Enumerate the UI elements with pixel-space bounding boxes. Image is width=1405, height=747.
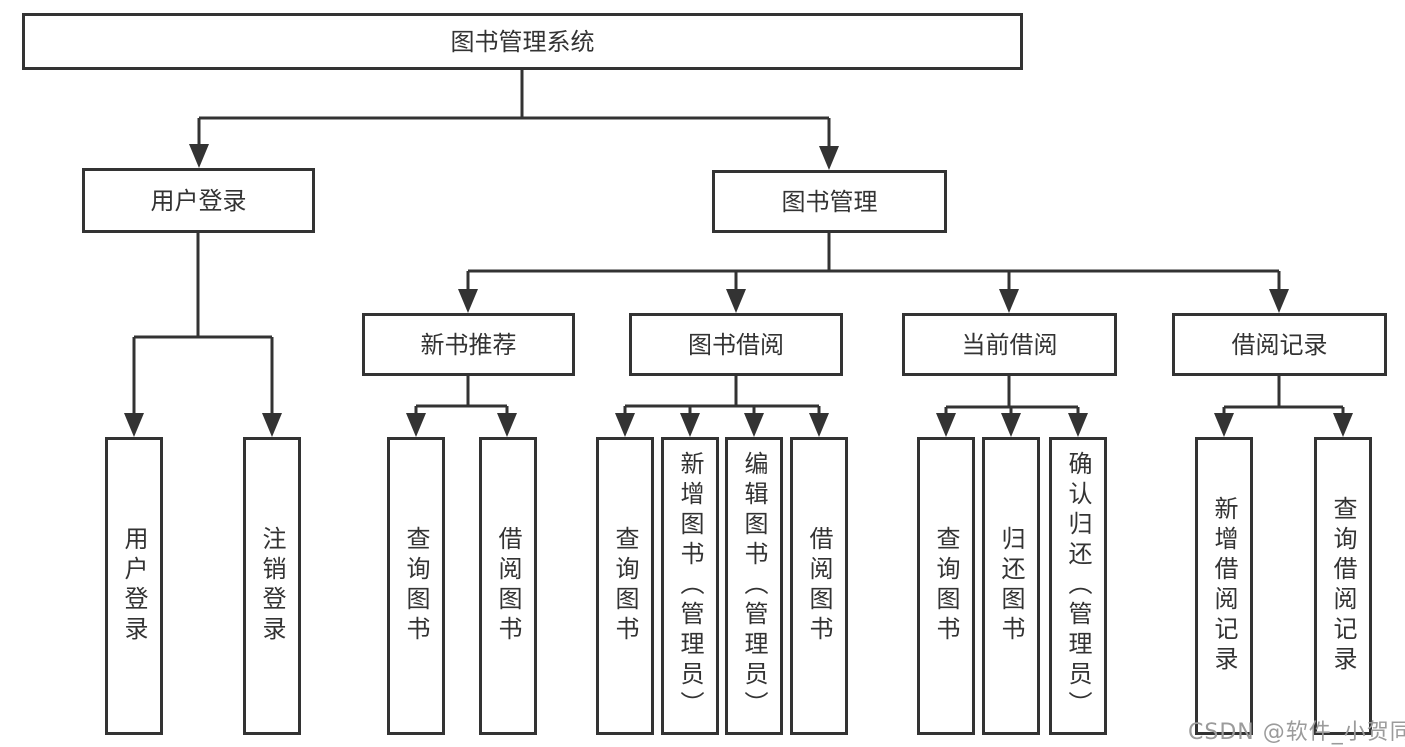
node-root-book-management-system: 图书管理系统	[22, 13, 1023, 70]
leaf-return-books: 归还图书	[982, 437, 1040, 735]
node-new-book-recommendation: 新书推荐	[362, 313, 575, 376]
leaf-borrow-books-borrowing: 借阅图书	[790, 437, 848, 735]
leaf-user-login: 用户登录	[105, 437, 163, 735]
node-current-borrowing: 当前借阅	[902, 313, 1117, 376]
csdn-watermark: CSDN @软件_小贺同学	[1188, 720, 1405, 745]
leaf-edit-books-admin: 编辑图书（管理员）	[725, 437, 783, 735]
leaf-query-books-borrowing: 查询图书	[596, 437, 654, 735]
leaf-query-books-recommend: 查询图书	[387, 437, 445, 735]
node-user-login: 用户登录	[82, 168, 315, 233]
node-book-borrowing: 图书借阅	[629, 313, 843, 376]
leaf-add-borrow-record: 新增借阅记录	[1195, 437, 1253, 735]
node-book-management: 图书管理	[712, 170, 947, 233]
leaf-confirm-return-admin: 确认归还（管理员）	[1049, 437, 1107, 735]
leaf-query-books-current: 查询图书	[917, 437, 975, 735]
leaf-add-books-admin: 新增图书（管理员）	[661, 437, 719, 735]
node-borrowing-records: 借阅记录	[1172, 313, 1387, 376]
leaf-borrow-books-recommend: 借阅图书	[479, 437, 537, 735]
leaf-logout: 注销登录	[243, 437, 301, 735]
arrowheads	[124, 144, 1353, 437]
leaf-query-borrow-record: 查询借阅记录	[1314, 437, 1372, 735]
